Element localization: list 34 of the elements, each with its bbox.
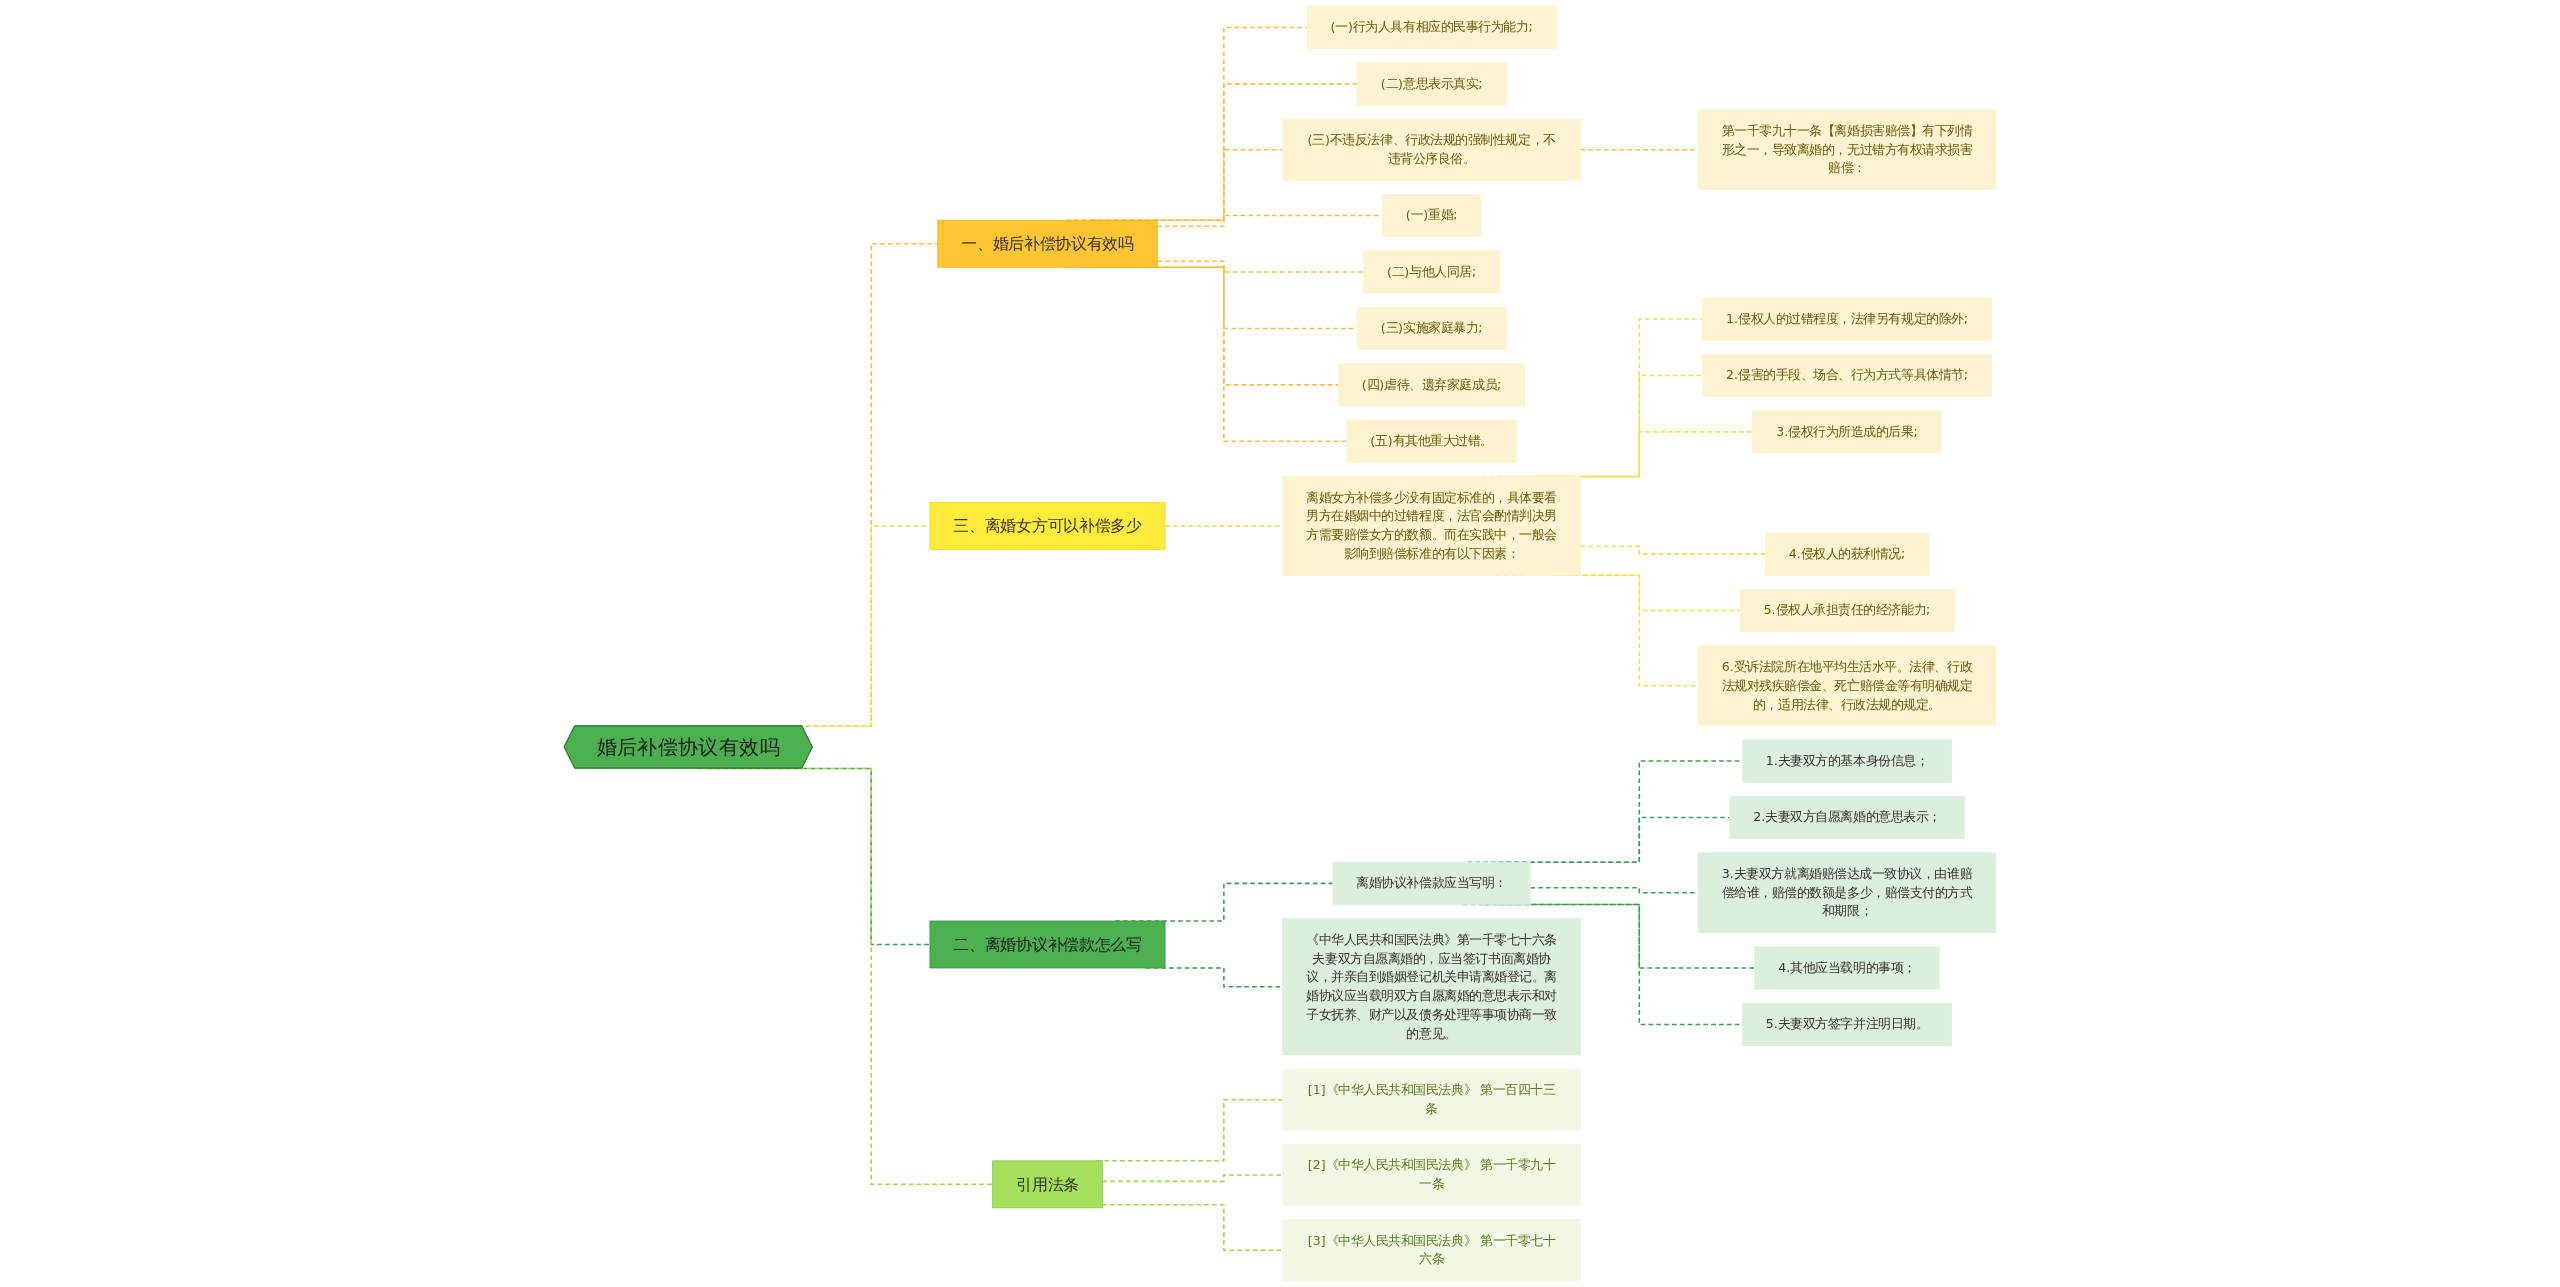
node-box: 离婚女方补偿多少没有固定标准的，具体要看男方在婚姻中的过错程度，法官会酌情判决男方需要赔偿女方的数额。而在实践中，一般会影响到赔偿标准的有以下因素： [1282, 476, 1581, 576]
node-box: 二、离婚协议补偿款怎么写 [929, 920, 1166, 969]
node-box: 4.侵权人的获利情况; [1764, 532, 1930, 576]
connector [1101, 1174, 1284, 1183]
node-box: (三)不违反法律、行政法规的强制性规定，不违背公序良俗。 [1282, 118, 1581, 181]
node-box: 6.受诉法院所在地平均生活水平。法律、行政法规对残疾赔偿金、死亡赔偿金等有明确规定的，适用法律、行政法规的规定。 [1697, 645, 1997, 727]
node-box: 1.夫妻双方的基本身份信息； [1741, 739, 1953, 783]
node-box: 引用法条 [992, 1160, 1103, 1209]
node-box: (一)重婚; [1381, 194, 1482, 238]
node-box: 1.侵权人的过错程度，法律另有规定的除外; [1702, 297, 1992, 341]
node-box: 5.侵权人承担责任的经济能力; [1739, 589, 1955, 633]
connector [1101, 1204, 1284, 1251]
node-box: (五)有其他重大过错。 [1346, 419, 1517, 463]
node-box: 离婚协议补偿款应当写明： [1332, 861, 1531, 905]
node-box: [2]《中华人民共和国民法典》 第一千零九十一条 [1282, 1143, 1581, 1206]
connector [1156, 260, 1365, 273]
node-box: 5.夫妻双方签字并注明日期。 [1741, 1002, 1953, 1046]
node-box: 2.夫妻双方自愿离婚的意思表示； [1729, 795, 1965, 840]
node-box: (三)实施家庭暴力; [1356, 306, 1507, 350]
node-box: 4.其他应当载明的事项； [1754, 946, 1940, 990]
node-box: 第一千零九十一条【离婚损害赔偿】有下列情形之一，导致离婚的，无过错方有权请求损害赔偿： [1697, 109, 1997, 191]
node-box: [1]《中华人民共和国民法典》 第一百四十三条 [1282, 1068, 1581, 1131]
node-box: (二)与他人同居; [1363, 250, 1501, 294]
node-box: 一、婚后补偿协议有效吗 [937, 219, 1158, 268]
node-box: (二)意思表示真实; [1356, 62, 1507, 106]
node-box: 三、离婚女方可以补偿多少 [929, 502, 1166, 550]
node-box: 3.侵权行为所造成的后果; [1752, 410, 1942, 454]
node-box: 3.夫妻双方就离婚赔偿达成一致协议，由谁赔偿给谁，赔偿的数额是多少，赔偿支付的方式和期限； [1697, 852, 1997, 934]
node-box: (四)虐待、遗弃家庭成员; [1337, 363, 1526, 407]
node-box: 2.侵害的手段、场合、行为方式等具体情节; [1702, 353, 1992, 397]
connector [1579, 545, 1766, 555]
node-box: [3]《中华人民共和国民法典》 第一千零七十六条 [1282, 1219, 1581, 1282]
node-box: 《中华人民共和国民法典》第一千零七十六条夫妻双方自愿离婚的，应当签订书面离婚协议，并亲自到婚姻登记机关申请离婚登记。离婚协议应当载明双方自愿离婚的意思表示和对子女抚养、财产以及债务处理等事项协商一致的意见。 [1282, 918, 1581, 1056]
node-box: (一)行为人具有相应的民事行为能力; [1306, 5, 1557, 49]
